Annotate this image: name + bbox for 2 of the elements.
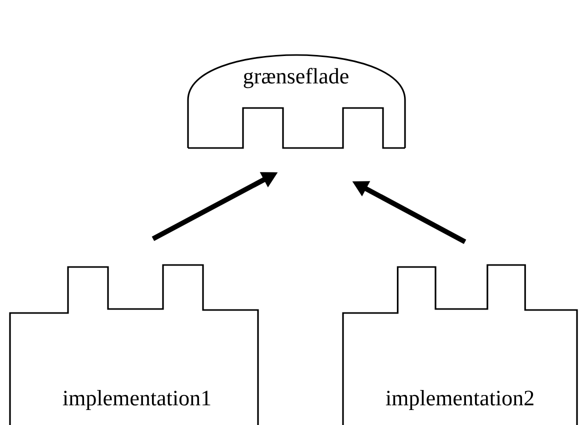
component-block: implementation1 [9, 264, 259, 425]
component-block: implementation2 [342, 264, 578, 425]
